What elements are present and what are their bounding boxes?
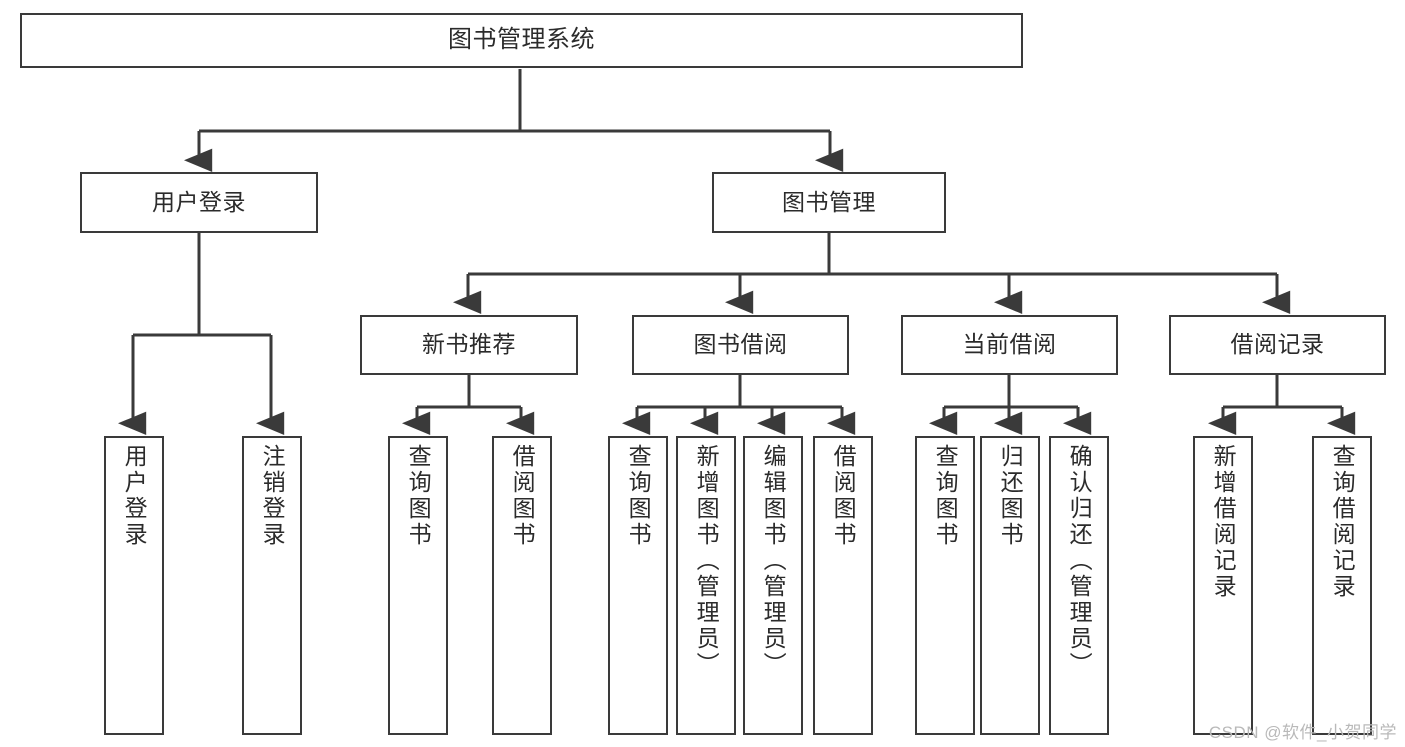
node-label: 新增借阅记录 bbox=[1210, 444, 1237, 600]
node-label: 编辑图书（管理员） bbox=[760, 444, 787, 678]
node-label: 查询图书 bbox=[625, 444, 652, 548]
leaf-return-book[interactable]: 归还图书 bbox=[980, 436, 1040, 735]
watermark-text: CSDN @软件_小贺同学 bbox=[1208, 723, 1397, 742]
node-label: 注销登录 bbox=[259, 444, 286, 548]
leaf-confirm-return[interactable]: 确认归还（管理员） bbox=[1049, 436, 1109, 735]
node-label: 新增图书（管理员） bbox=[693, 444, 720, 678]
node-label: 确认归还（管理员） bbox=[1066, 444, 1093, 678]
node-current-borrow[interactable]: 当前借阅 bbox=[901, 315, 1118, 375]
node-label: 图书管理 bbox=[782, 188, 876, 215]
leaf-borrow-book-1[interactable]: 借阅图书 bbox=[492, 436, 552, 735]
leaf-add-book[interactable]: 新增图书（管理员） bbox=[676, 436, 736, 735]
leaf-borrow-book-2[interactable]: 借阅图书 bbox=[813, 436, 873, 735]
node-label: 借阅图书 bbox=[509, 444, 536, 548]
leaf-query-book-1[interactable]: 查询图书 bbox=[388, 436, 448, 735]
leaf-user-login[interactable]: 用户登录 bbox=[104, 436, 164, 735]
node-borrow-record[interactable]: 借阅记录 bbox=[1169, 315, 1386, 375]
node-book-manage[interactable]: 图书管理 bbox=[712, 172, 946, 233]
node-label: 当前借阅 bbox=[962, 331, 1057, 358]
node-label: 新书推荐 bbox=[422, 331, 516, 358]
node-label: 查询图书 bbox=[405, 444, 432, 548]
node-label: 查询图书 bbox=[932, 444, 959, 548]
leaf-query-borrow-record[interactable]: 查询借阅记录 bbox=[1312, 436, 1372, 735]
leaf-query-book-2[interactable]: 查询图书 bbox=[608, 436, 668, 735]
node-label: 归还图书 bbox=[997, 444, 1024, 548]
node-label: 借阅记录 bbox=[1230, 331, 1325, 358]
node-label: 查询借阅记录 bbox=[1329, 444, 1356, 600]
leaf-logout-login[interactable]: 注销登录 bbox=[242, 436, 302, 735]
node-label: 图书管理系统 bbox=[448, 26, 595, 54]
node-label: 用户登录 bbox=[121, 444, 148, 548]
node-user-login[interactable]: 用户登录 bbox=[80, 172, 318, 233]
node-label: 图书借阅 bbox=[693, 331, 788, 358]
node-book-borrow[interactable]: 图书借阅 bbox=[632, 315, 849, 375]
node-label: 借阅图书 bbox=[830, 444, 857, 548]
leaf-edit-book[interactable]: 编辑图书（管理员） bbox=[743, 436, 803, 735]
leaf-query-book-3[interactable]: 查询图书 bbox=[915, 436, 975, 735]
leaf-add-borrow-record[interactable]: 新增借阅记录 bbox=[1193, 436, 1253, 735]
node-new-book-recommend[interactable]: 新书推荐 bbox=[360, 315, 578, 375]
node-root-system[interactable]: 图书管理系统 bbox=[20, 13, 1023, 68]
node-label: 用户登录 bbox=[152, 188, 246, 215]
